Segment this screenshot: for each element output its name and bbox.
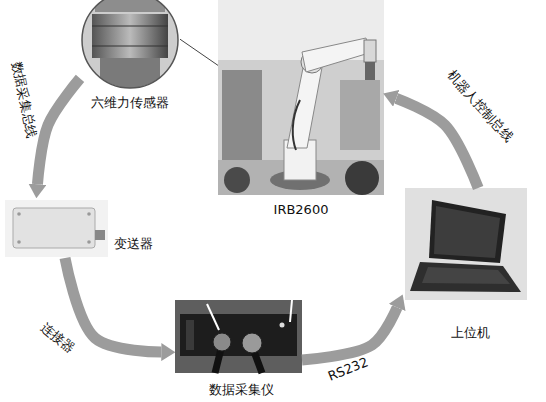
robot-wrist (364, 40, 376, 62)
edge-label: 连接器 (37, 319, 78, 358)
pointer-line (290, 300, 292, 322)
shelf (222, 70, 262, 165)
node-label: 数据采集仪 (209, 381, 274, 399)
photo-background (5, 200, 108, 257)
cabinet (340, 80, 380, 150)
daq-node: 数据采集仪 (175, 300, 302, 400)
daq-panel (186, 320, 194, 350)
screw (17, 240, 21, 244)
robot-node: IRB2600 (218, 0, 384, 218)
edge-label: RS232 (326, 354, 371, 384)
screw (87, 240, 91, 244)
tool-mount (100, 58, 160, 98)
connector (213, 333, 231, 351)
gear (224, 167, 250, 193)
pc-node: 上位机 (405, 188, 527, 342)
flange (95, 0, 165, 12)
sensor-node: 六维力传感器 (80, 0, 180, 112)
connector-plug (95, 230, 105, 240)
control-arrow (396, 98, 478, 188)
screw (17, 212, 21, 216)
indicator-light (280, 323, 285, 328)
robot-upper-arm (302, 38, 369, 72)
serial-arrow (302, 307, 397, 360)
keyboard (422, 267, 510, 284)
transmitter-photo (5, 200, 108, 257)
daq-photo (175, 300, 302, 373)
photo-background (218, 0, 384, 195)
edge-label: 数据采集总线 (7, 60, 41, 140)
transmitter-node: 变送器 (5, 198, 155, 258)
connector-arrow (65, 258, 161, 352)
sensor-photo (80, 0, 180, 98)
screw (87, 212, 91, 216)
leader-line (180, 39, 218, 65)
robot-cable (293, 100, 300, 150)
photo-background (405, 188, 527, 300)
robot-photo (218, 0, 384, 195)
sensor-cylinder (92, 14, 168, 58)
edge-label: 机器人控制总线 (443, 66, 517, 146)
node-label: 六维力传感器 (91, 94, 169, 112)
connector (242, 333, 262, 353)
transmitter-box (13, 208, 95, 248)
node-label: IRB2600 (274, 202, 329, 217)
screen-glass (434, 206, 500, 258)
sensor-ring (92, 46, 168, 47)
node-label: 上位机 (451, 324, 490, 342)
photo-background (175, 300, 302, 373)
laptop-screen (429, 200, 506, 263)
robot-tool (365, 62, 375, 80)
daq-body (180, 314, 297, 356)
node-label: 变送器 (114, 235, 153, 253)
laptop-base (410, 262, 521, 292)
sensor-inset-circle (82, 0, 178, 88)
bus-arrow (37, 78, 80, 184)
sensor-ring (92, 26, 168, 27)
pointer-line (207, 304, 219, 330)
gear (345, 161, 379, 195)
laptop-photo (405, 188, 527, 300)
